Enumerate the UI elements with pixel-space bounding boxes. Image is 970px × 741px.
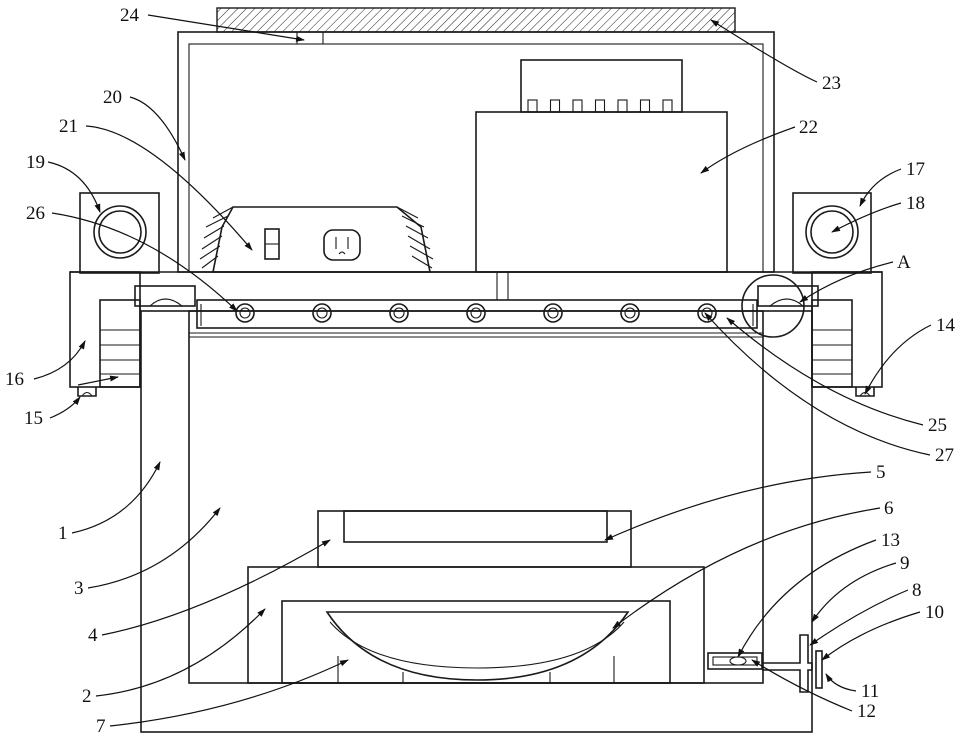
roller bbox=[313, 304, 331, 322]
top-plate bbox=[217, 8, 735, 32]
connector-pin bbox=[618, 100, 627, 112]
label-25: 25 bbox=[928, 415, 947, 436]
label-15: 15 bbox=[24, 408, 43, 429]
label-12: 12 bbox=[857, 701, 876, 722]
label-20: 20 bbox=[103, 87, 122, 108]
callouts bbox=[34, 15, 931, 726]
label-9: 9 bbox=[900, 553, 910, 574]
roller bbox=[544, 304, 562, 322]
label-4: 4 bbox=[88, 625, 98, 646]
roller bbox=[698, 304, 716, 322]
label-1: 1 bbox=[58, 523, 68, 544]
roller bbox=[471, 308, 481, 318]
roller-rail bbox=[70, 272, 882, 337]
label-16: 16 bbox=[5, 369, 24, 390]
label-6: 6 bbox=[884, 498, 894, 519]
connector-pin bbox=[663, 100, 672, 112]
label-8: 8 bbox=[912, 580, 922, 601]
label-14: 14 bbox=[936, 315, 956, 336]
connector-pin bbox=[641, 100, 650, 112]
connector-pin bbox=[551, 100, 560, 112]
roller bbox=[390, 304, 408, 322]
label-7: 7 bbox=[96, 716, 106, 737]
label-2: 2 bbox=[82, 686, 92, 707]
label-21: 21 bbox=[59, 116, 78, 137]
label-13: 13 bbox=[881, 530, 900, 551]
label-27: 27 bbox=[935, 445, 954, 466]
label-24: 24 bbox=[120, 5, 140, 26]
label-26: 26 bbox=[26, 203, 45, 224]
roller bbox=[236, 304, 254, 322]
left-clamp bbox=[70, 272, 195, 396]
base-assembly bbox=[248, 511, 704, 683]
connector-pin bbox=[596, 100, 605, 112]
label-18: 18 bbox=[906, 193, 925, 214]
label-22: 22 bbox=[799, 117, 818, 138]
label-5: 5 bbox=[876, 462, 886, 483]
control-box bbox=[476, 60, 727, 272]
roller bbox=[394, 308, 404, 318]
label-19: 19 bbox=[26, 152, 45, 173]
roller bbox=[625, 308, 635, 318]
power-socket-heatsink bbox=[200, 207, 433, 272]
label-layer: 24 20 21 19 26 16 15 1 3 4 2 7 23 22 17 … bbox=[5, 5, 956, 737]
roller bbox=[621, 304, 639, 322]
roller bbox=[240, 308, 250, 318]
roller bbox=[548, 308, 558, 318]
right-clamp bbox=[758, 272, 882, 396]
label-3: 3 bbox=[74, 578, 84, 599]
label-10: 10 bbox=[925, 602, 944, 623]
label-A: A bbox=[897, 252, 911, 273]
label-17: 17 bbox=[906, 159, 925, 180]
roller bbox=[702, 308, 712, 318]
right-speaker bbox=[793, 193, 871, 273]
left-speaker bbox=[80, 193, 159, 273]
connector-pin bbox=[528, 100, 537, 112]
roller bbox=[317, 308, 327, 318]
label-11: 11 bbox=[861, 681, 879, 702]
connector-pin bbox=[573, 100, 582, 112]
roller bbox=[467, 304, 485, 322]
label-23: 23 bbox=[822, 73, 841, 94]
